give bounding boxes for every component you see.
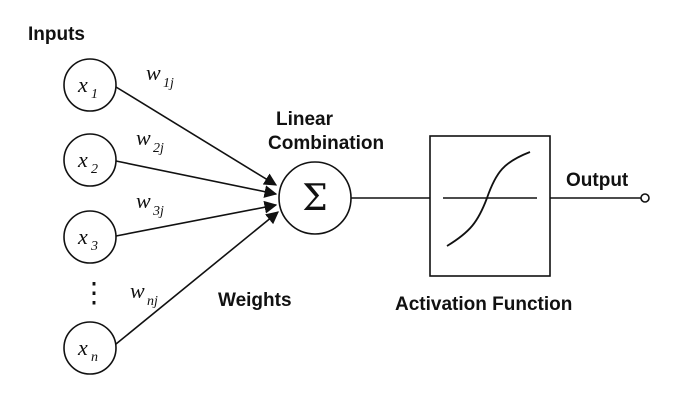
activation-label: Activation Function: [395, 294, 572, 315]
weights-label: Weights: [218, 290, 292, 311]
output-label: Output: [566, 170, 629, 191]
weight-arrow-1: [115, 86, 278, 186]
input-var-3: x: [77, 224, 88, 249]
svg-text:w: w: [146, 60, 161, 85]
input-var-n: x: [77, 335, 88, 360]
weight-label-3: w 3j: [136, 188, 164, 219]
output-terminal-icon: [640, 193, 650, 203]
weight-label-1: w 1j: [146, 60, 174, 91]
input-node-n: x n: [63, 321, 117, 375]
input-node-2: x 2: [63, 133, 117, 187]
weight-label-n: w nj: [130, 278, 158, 309]
weight-arrow-2: [115, 160, 278, 198]
svg-text:w: w: [136, 188, 151, 213]
input-sub-1: 1: [91, 87, 98, 102]
input-sub-3: 3: [90, 239, 98, 254]
summation-icon: Σ: [302, 178, 327, 219]
input-node-1: x 1: [63, 58, 117, 112]
svg-text:nj: nj: [147, 294, 158, 309]
input-node-3: x 3: [63, 210, 117, 264]
svg-text:w: w: [136, 125, 151, 150]
svg-text:3j: 3j: [152, 204, 164, 219]
inputs-label: Inputs: [28, 24, 85, 45]
activation-box: [429, 135, 551, 277]
input-var-2: x: [77, 147, 88, 172]
weight-arrow-n: [115, 211, 279, 345]
weight-label-2: w 2j: [136, 125, 164, 156]
summation-node: Σ: [278, 161, 352, 235]
svg-text:w: w: [130, 278, 145, 303]
linear-label-line1: Linear: [276, 109, 334, 130]
input-ellipsis: ⋮: [80, 276, 108, 309]
svg-text:2j: 2j: [153, 141, 164, 156]
input-sub-2: 2: [91, 162, 98, 177]
linear-label-line2: Combination: [268, 133, 384, 154]
input-var-1: x: [77, 72, 88, 97]
weight-arrow-3: [115, 200, 278, 237]
input-sub-n: n: [91, 350, 98, 365]
svg-text:1j: 1j: [163, 76, 174, 91]
sigmoid-curve-icon: [446, 151, 531, 247]
